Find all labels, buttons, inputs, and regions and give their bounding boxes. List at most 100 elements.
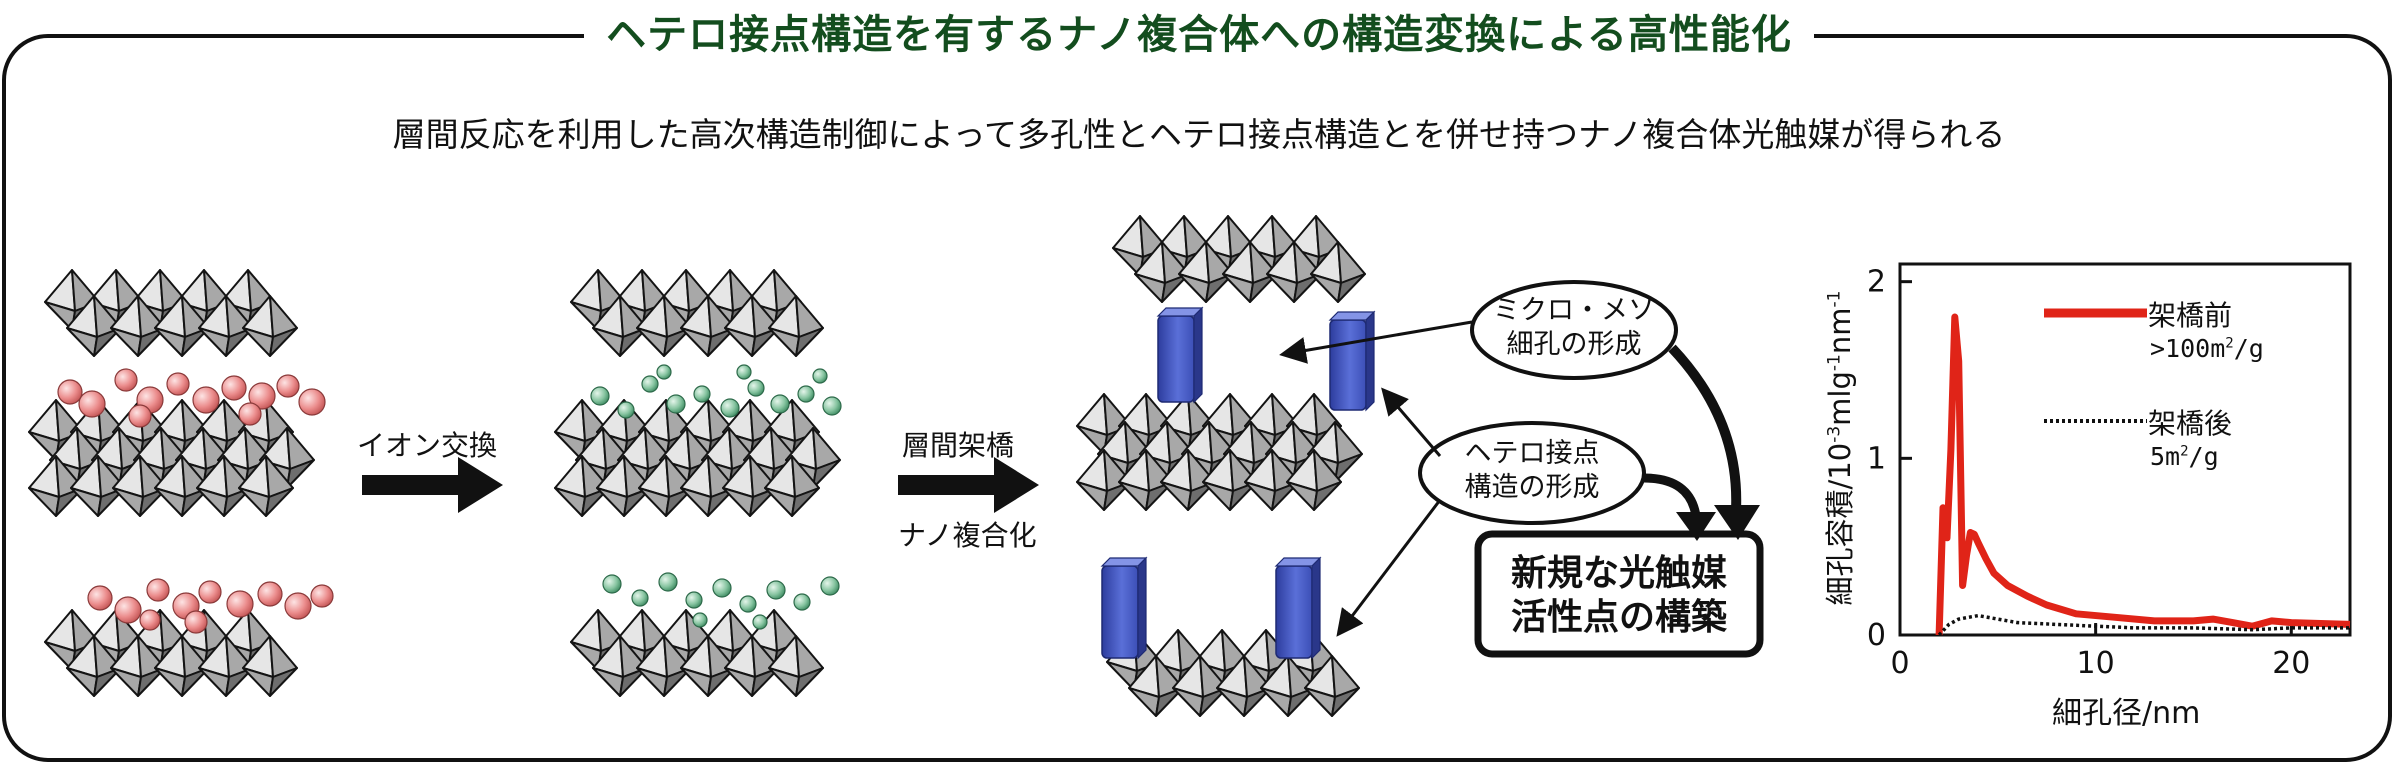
cation-ball [146,578,170,602]
page-subtitle: 層間反応を利用した高次構造制御によって多孔性とヘテロ接点構造とを併せ持つナノ複合… [392,115,2006,154]
octahedron [768,295,824,357]
octahedron [1128,655,1184,717]
legend-label-after: 架橋後 [2148,407,2233,440]
cation-ball [238,402,262,426]
exchanged-cation-ball [812,368,828,384]
octahedron [680,455,736,517]
cation-ball [78,390,106,418]
exchanged-cation-ball [693,385,711,403]
exchanged-cation-ball [820,576,840,596]
octahedron [238,455,294,517]
octahedron [110,635,166,697]
octahedron [1160,449,1216,511]
legend-note-before: >100m2/g [2150,334,2264,363]
pillared-nanocomposite [1076,215,1376,717]
pillar-nanoparticle [1274,556,1322,660]
exchanged-cation-ball [770,394,790,414]
cation-ball [184,610,208,634]
exchanged-cation-ball [747,379,765,397]
exchanged-cation-ball [712,578,732,598]
exchanged-cation-ball [602,574,622,594]
cation-ball [284,592,312,620]
hetero-callout [1418,421,1646,525]
exchanged-cation-ball [656,364,672,380]
octahedron [242,635,298,697]
octahedron [680,295,736,357]
octahedron [154,455,210,517]
exchanged-cation-ball [590,386,610,406]
series-before-pillaring-line [1935,313,2351,636]
series-after-pillaring-line [1937,613,2350,637]
result-box [1474,530,1764,658]
hetero-arrow-upper [1381,387,1442,457]
cation-ball [114,368,138,392]
octahedron [596,455,652,517]
chart-plot-area [1898,262,2352,637]
exchanged-cation-ball [766,580,786,600]
octahedron [112,455,168,517]
pillar-nanoparticle [1156,306,1204,404]
cation-ball [139,609,161,631]
octahedron [198,295,254,357]
pillar-nanoparticle [1328,310,1376,412]
exchanged-cation-ball [666,394,686,414]
exchanged-cation-ball [736,364,752,380]
octahedron [768,635,824,697]
x-tick-label: 10 [2077,646,2115,681]
legend-note-after: 5m2/g [2150,442,2219,471]
micro-meso-callout-text: ミクロ・メソ 細孔の形成 [1493,295,1655,360]
cation-ball [198,580,222,604]
exchanged-cation-ball [822,396,842,416]
cation-ball [192,386,220,414]
exchanged-cation-ball [793,593,811,611]
cation-ball [87,585,113,611]
octahedron [638,455,694,517]
hetero-arrow-lower [1336,499,1442,637]
merge-arrow-right [1668,344,1742,511]
legend-label-before: 架橋前 [2148,299,2233,332]
exchanged-cation-ball [685,591,703,609]
ion-exchange-label: イオン交換 [357,429,498,462]
exchanged-cation-ball [739,595,757,613]
octahedron [724,635,780,697]
page-title: ヘテロ接点構造を有するナノ複合体への構造変換による高性能化 [584,2,1814,60]
result-box-text: 新規な光触媒 活性点の構築 [1510,553,1727,638]
x-tick-label: 20 [2272,646,2310,681]
octahedron [636,295,692,357]
y-tick-label: 1 [1867,441,1886,476]
cation-ball [128,404,152,428]
micro-meso-callout [1470,280,1678,380]
pillar-nanoparticle [1100,556,1148,660]
cation-ball [298,388,326,416]
chart-legend [2044,308,2147,423]
x-tick-label: 0 [1890,646,1909,681]
cation-ball [226,590,254,618]
y-tick-label: 0 [1867,618,1886,653]
nano-composite-label: ナノ複合化 [898,519,1037,552]
pore-arrow [1279,320,1473,364]
layered-oxide-ion-exchanged [554,269,842,697]
octahedron [1172,655,1228,717]
cation-ball [114,596,142,624]
cation-ball [276,374,300,398]
exchanged-cation-ball [658,572,678,592]
octahedron [1222,241,1278,303]
exchanged-cation-ball [617,401,635,419]
interlayer-pillaring-label: 層間架橋 [902,429,1015,462]
cation-ball [57,379,83,405]
octahedron [242,295,298,357]
exchanged-cation-ball [797,385,815,403]
merge-arrow-left [1643,473,1701,517]
octahedron [28,455,84,517]
octahedron [554,455,610,517]
octahedron [154,635,210,697]
exchanged-cation-ball [752,614,768,630]
octahedron [764,455,820,517]
cation-ball [166,372,190,396]
chart-y-axis-label: 細孔容積/10-3mlg-1nm-1 [1823,290,1857,606]
exchanged-cation-ball [720,398,740,418]
exchanged-cation-ball [692,612,708,628]
